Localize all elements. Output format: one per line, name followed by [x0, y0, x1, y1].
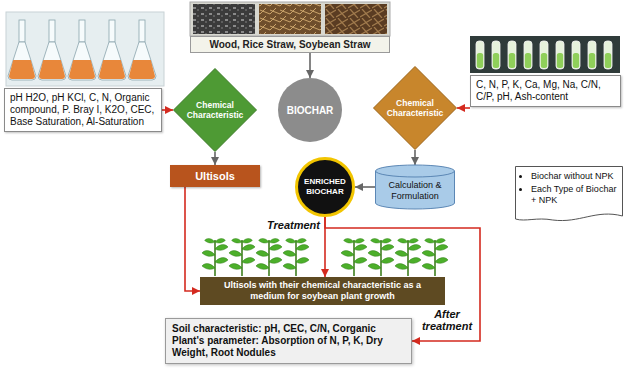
- tube-symbol: [492, 41, 500, 69]
- flask-symbol: [68, 20, 96, 80]
- edge-label: Treatment: [256, 219, 320, 231]
- soybean-straw-photo: [325, 4, 387, 34]
- biochar-circle: BIOCHAR: [278, 78, 342, 142]
- decision-diamond: Chemical Characteristic: [173, 68, 257, 152]
- node-text: Chemical Characteristic: [185, 100, 245, 120]
- flask-symbol: [8, 20, 36, 80]
- node-text: Biochar without NPK: [531, 171, 619, 182]
- wood-photo: [193, 4, 255, 34]
- document-shape: Biochar without NPK Each Type of Biochar …: [515, 166, 623, 224]
- tube-symbol: [524, 41, 532, 69]
- parameter-box: C, N, P, K, Ca, Mg, Na, C/N, C/P, pH, As…: [470, 75, 621, 107]
- document-outline: [516, 167, 623, 221]
- cylinder-body: [376, 165, 455, 209]
- edge-label: After treatment: [418, 308, 476, 332]
- tube-symbol: [540, 41, 548, 69]
- node-text: Ultisols with their chemical characteris…: [206, 280, 439, 302]
- test-tube-photo: [470, 36, 620, 73]
- tube-symbol: [508, 41, 516, 69]
- node-text: Wood, Rice Straw, Soybean Straw: [194, 39, 386, 50]
- material-label: Wood, Rice Straw, Soybean Straw: [190, 36, 390, 53]
- plant-symbol: [395, 238, 421, 276]
- tube-symbol: [476, 41, 484, 69]
- diamond-outline: [374, 67, 457, 150]
- connector-arrow: [162, 109, 173, 111]
- result-box: Soil characteristic: pH, CEC, C/N, Corga…: [165, 318, 412, 364]
- ground-band: Ultisols with their chemical characteris…: [200, 277, 445, 305]
- flask-symbol: [128, 20, 156, 80]
- node-text: Plant's parameter: Absorption of N, P, K…: [172, 335, 405, 359]
- plant-symbol: [422, 238, 448, 276]
- database-cylinder: Calculation & Formulation: [375, 165, 455, 209]
- node-text: Ultisols: [174, 170, 256, 182]
- plant-symbol: [283, 238, 309, 276]
- connector-arrow: [414, 150, 416, 165]
- plant-symbol: [368, 238, 394, 276]
- connector-arrow: [457, 107, 470, 109]
- enriched-circle: ENRICHED BIOCHAR: [295, 157, 355, 217]
- tube-symbol: [588, 41, 596, 69]
- node-text: C, N, P, K, Ca, Mg, Na, C/N, C/P, pH, As…: [476, 79, 615, 103]
- connector-arrow: [355, 186, 375, 188]
- decision-diamond: Chemical Characteristic: [373, 66, 457, 150]
- node-text: Calculation & Formulation: [379, 180, 451, 202]
- plant-symbol: [256, 238, 282, 276]
- plant-symbol: [202, 238, 228, 276]
- connector-arrow: [309, 53, 311, 78]
- flask-symbol: [98, 20, 126, 80]
- node-text: ENRICHED BIOCHAR: [301, 177, 349, 197]
- node-text: BIOCHAR: [287, 105, 334, 116]
- tube-symbol: [604, 41, 612, 69]
- flask-symbol: [38, 20, 66, 80]
- material-photo-frame: [190, 2, 390, 36]
- diamond-outline: [174, 69, 257, 152]
- node-text: Chemical Characteristic: [385, 98, 445, 118]
- plant-symbol: [229, 238, 255, 276]
- cylinder-rim: [376, 171, 455, 177]
- connector-arrow: [185, 187, 200, 291]
- tube-symbol: [572, 41, 580, 69]
- parameter-box: pH H2O, pH KCl, C, N, Organic compound, …: [4, 88, 162, 132]
- rice-straw-photo: [259, 4, 321, 34]
- node-text: pH H2O, pH KCl, C, N, Organic compound, …: [10, 92, 156, 128]
- node-text: Each Type of Biochar + NPK: [531, 184, 619, 206]
- node-text: Soil characteristic: pH, CEC, C/N, Corga…: [172, 323, 405, 335]
- soil-box: Ultisols: [170, 165, 260, 187]
- flask-photo: [6, 12, 164, 86]
- connector-arrow: [214, 152, 216, 165]
- plant-symbol: [341, 238, 367, 276]
- tube-symbol: [556, 41, 564, 69]
